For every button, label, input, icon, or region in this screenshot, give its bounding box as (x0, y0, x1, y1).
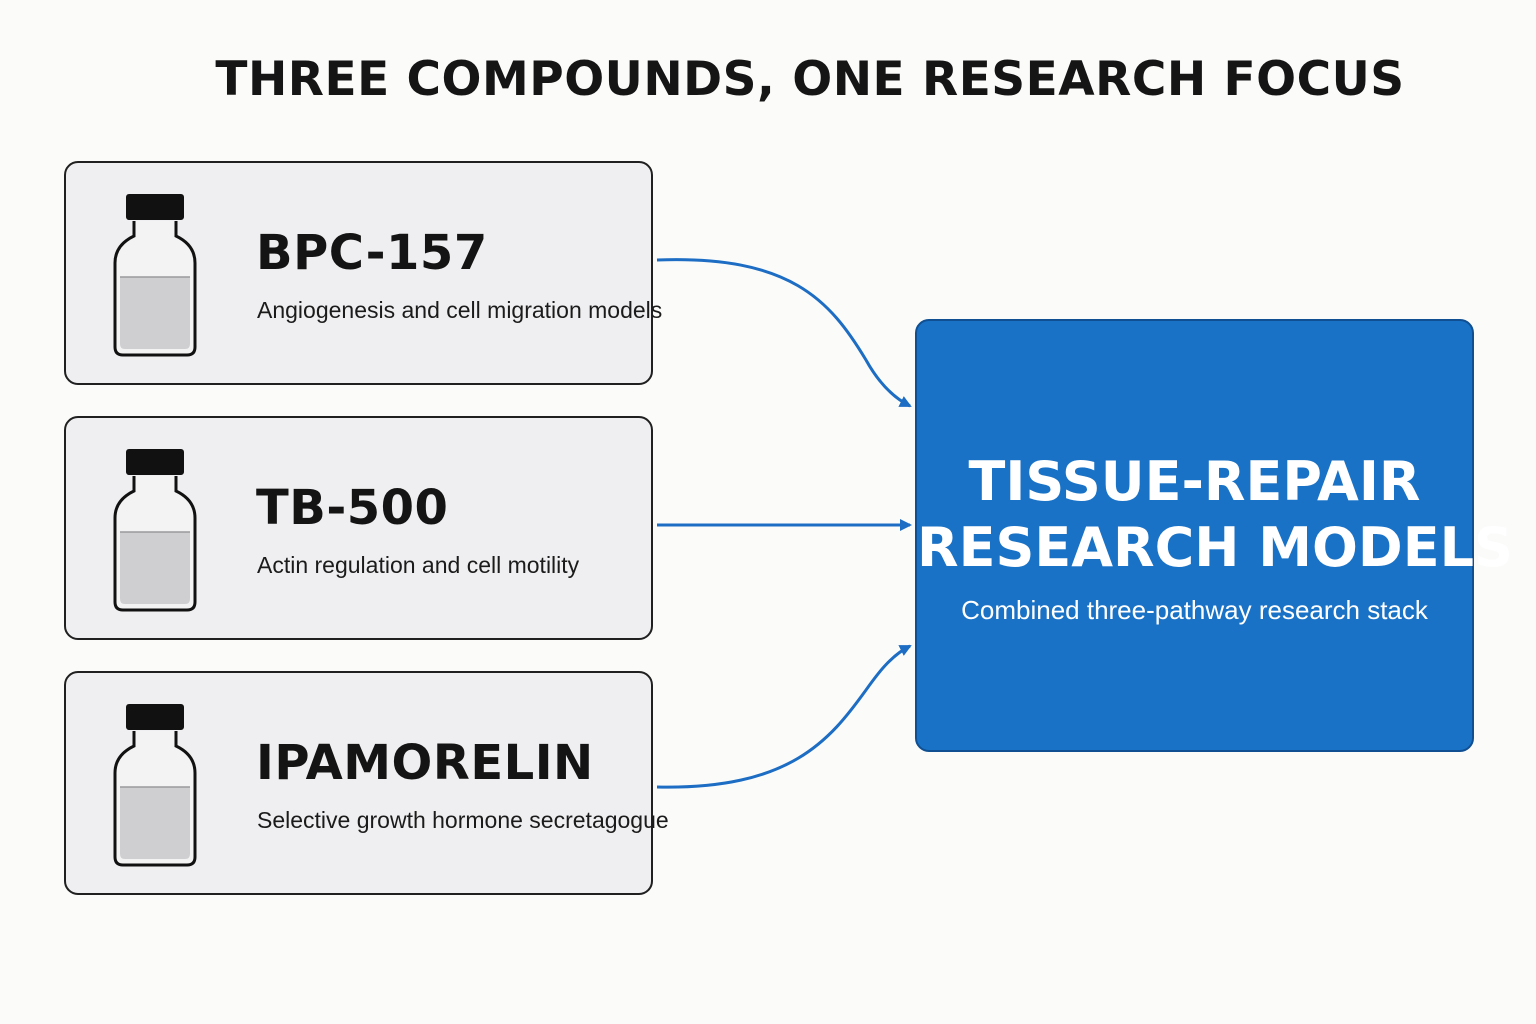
vial-icon (113, 704, 197, 867)
target-title-line-1: TISSUE-REPAIR (968, 450, 1421, 513)
compound-card-bpc-157: BPC-157 Angiogenesis and cell migration … (64, 161, 662, 385)
target-title: TISSUE-REPAIR RESEARCH MODELS (917, 449, 1513, 581)
compound-description: Actin regulation and cell motility (257, 552, 580, 578)
arrow-ipamorelin-to-target (656, 644, 912, 789)
compound-card-tb-500: TB-500 Actin regulation and cell motilit… (64, 416, 653, 640)
target-title-line-2: RESEARCH MODELS (917, 516, 1513, 579)
compound-description: Angiogenesis and cell migration models (257, 297, 663, 323)
vial-icon (113, 194, 197, 357)
target-subtitle: Combined three-pathway research stack (961, 595, 1428, 625)
target-box: TISSUE-REPAIR RESEARCH MODELS Combined t… (915, 319, 1513, 752)
compound-description: Selective growth hormone secretagogue (257, 807, 669, 833)
compound-name: IPAMORELIN (256, 735, 594, 791)
vial-icon (113, 449, 197, 612)
arrow-bpc-157-to-target (656, 258, 912, 408)
compound-name: BPC-157 (256, 225, 488, 281)
compound-name: TB-500 (256, 480, 449, 536)
page-title: THREE COMPOUNDS, ONE RESEARCH FOCUS (215, 52, 1405, 107)
compound-card-ipamorelin: IPAMORELIN Selective growth hormone secr… (64, 671, 669, 895)
